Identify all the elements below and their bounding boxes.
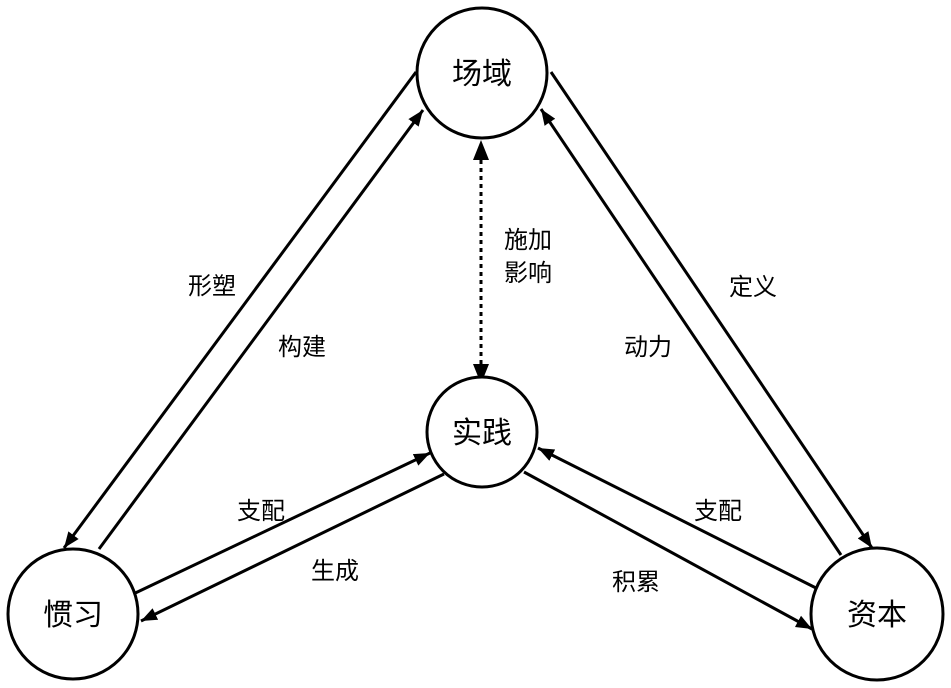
- edge-label-influence-line1: 施加: [504, 226, 552, 254]
- node-capital: 资本: [809, 546, 945, 682]
- arrow-practice-to-habitus: [140, 472, 445, 623]
- edge-label-habitus-dominate: 支配: [237, 497, 285, 525]
- edge-label-driver: 动力: [624, 333, 672, 361]
- arrowhead-down-practice: [473, 364, 489, 384]
- node-habitus: 惯习: [6, 547, 140, 681]
- arrow-habitus-to-field: [97, 109, 425, 550]
- arrow-field-to-habitus: [62, 71, 418, 549]
- arrow-capital-to-practice: [537, 446, 821, 592]
- arrow-practice-to-capital: [523, 470, 813, 631]
- node-practice: 实践: [425, 375, 539, 489]
- edge-label-shape: 形塑: [188, 272, 236, 300]
- node-capital-label: 资本: [847, 598, 907, 633]
- edge-label-define: 定义: [729, 273, 777, 301]
- edge-label-accumulate: 积累: [612, 568, 660, 596]
- node-practice-label: 实践: [452, 416, 512, 451]
- node-field-label: 场域: [452, 57, 512, 92]
- edge-label-capital-dominate: 支配: [694, 497, 742, 525]
- arrow-habitus-to-practice: [128, 451, 431, 598]
- edge-label-generate: 生成: [311, 557, 359, 585]
- node-habitus-label: 惯习: [43, 598, 103, 633]
- arrowhead-up-field: [473, 140, 489, 160]
- edge-label-construct: 构建: [278, 333, 326, 361]
- arrow-capital-to-field: [539, 108, 843, 556]
- arrow-field-to-capital: [549, 71, 874, 549]
- edge-label-influence-line2: 影响: [504, 259, 552, 287]
- node-field: 场域: [415, 6, 549, 140]
